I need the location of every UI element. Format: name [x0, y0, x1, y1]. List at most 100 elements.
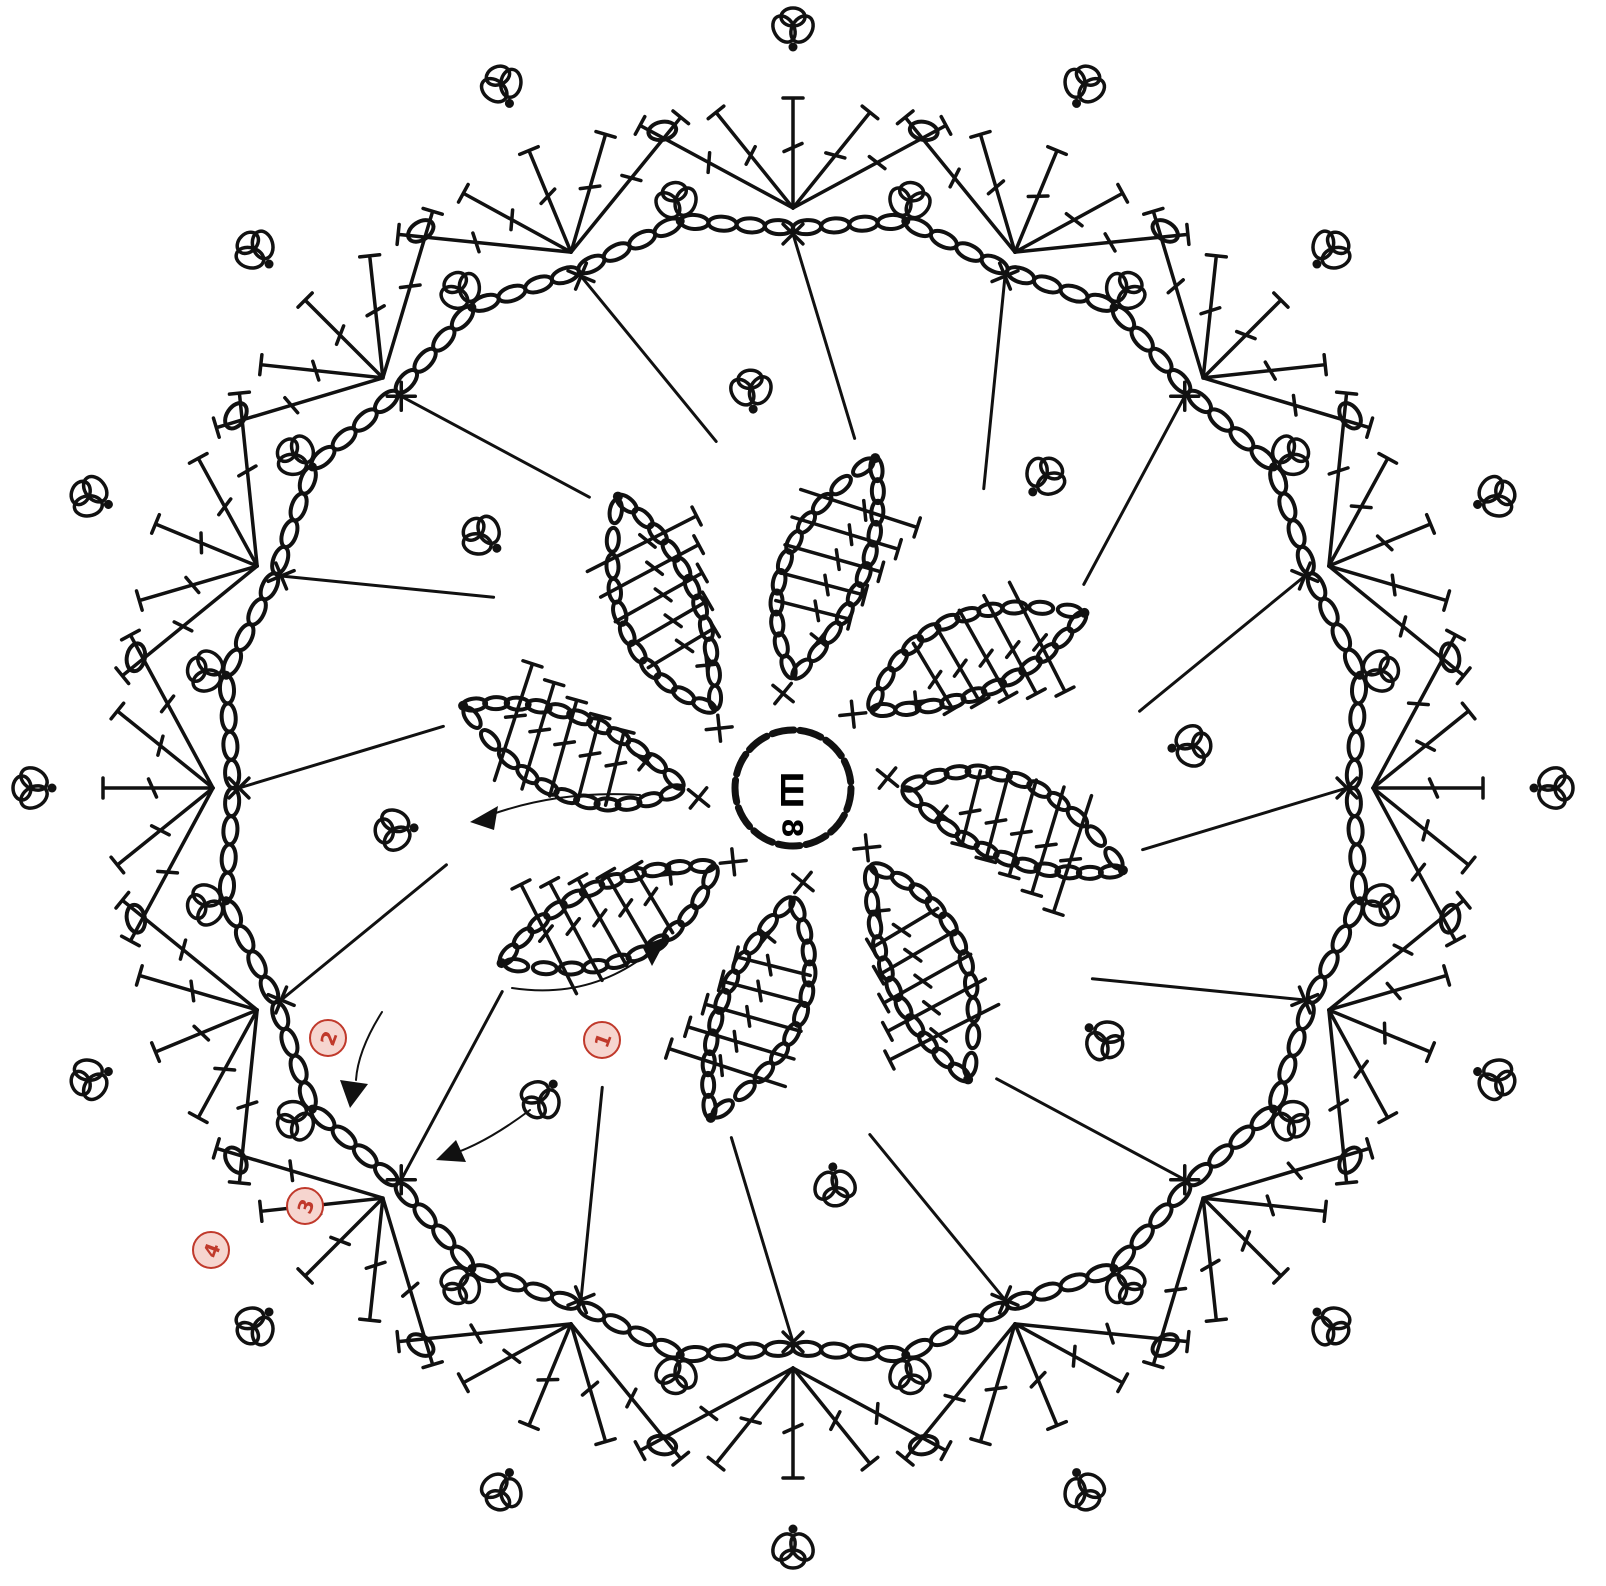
- chain-oval-icon: [1349, 703, 1365, 732]
- spoke-line: [401, 396, 589, 497]
- slip-stitch-dot-icon: [706, 1113, 716, 1123]
- picot-icon: [1052, 58, 1114, 117]
- stitch-cross-icon: [793, 872, 813, 892]
- spoke-line: [239, 726, 443, 788]
- round-label-1: 1: [584, 1022, 620, 1058]
- petal: [770, 446, 1077, 704]
- chain-oval-icon: [1149, 1330, 1182, 1361]
- chain-oval-icon: [1149, 216, 1182, 247]
- chain-oval-icon: [652, 671, 678, 695]
- picot-icon: [1530, 763, 1574, 812]
- spoke-line: [581, 1087, 602, 1299]
- chain-oval-icon: [1346, 760, 1362, 789]
- double-crochet-icon: [1373, 788, 1475, 873]
- chain-oval-icon: [676, 902, 700, 928]
- double-crochet-icon: [783, 98, 803, 208]
- double-crochet-icon: [1373, 703, 1475, 788]
- stitch-cross-icon: [840, 701, 866, 727]
- spoke-line: [1143, 788, 1347, 850]
- chain-oval-icon: [1276, 1054, 1298, 1085]
- outer-fan: [635, 8, 950, 208]
- chain-oval-icon: [821, 1343, 850, 1359]
- picot-icon: [808, 1160, 862, 1208]
- picot-icon: [1165, 720, 1213, 774]
- chain-oval-icon: [955, 606, 981, 624]
- chain-oval-icon: [708, 216, 737, 232]
- direction-arrow-icon: [458, 1110, 530, 1152]
- chain-oval-icon: [930, 1045, 956, 1070]
- direction-arrow-icon: [356, 1012, 382, 1080]
- stitch-cross-icon: [773, 683, 793, 703]
- chain-segment: [1084, 382, 1320, 584]
- outer-fan: [13, 630, 213, 945]
- chain-segment: [183, 571, 443, 798]
- chain-oval-icon: [1285, 518, 1307, 549]
- picot-icon: [1464, 467, 1523, 529]
- picot-icon: [1256, 425, 1320, 490]
- picot-icon: [768, 8, 817, 52]
- chain-oval-icon: [1285, 1027, 1307, 1058]
- double-crochet-icon: [383, 1198, 442, 1367]
- outer-fan: [897, 58, 1188, 252]
- double-crochet-icon: [111, 788, 213, 873]
- round-labels: 1 2 3 4: [193, 1020, 620, 1268]
- slip-stitch-dot-icon: [870, 453, 880, 463]
- chain-segment: [997, 1079, 1199, 1315]
- double-crochet-icon: [780, 573, 868, 605]
- chain-segment: [783, 178, 1010, 438]
- spoke-line: [731, 1138, 793, 1342]
- stitch-cross-icon: [660, 864, 680, 884]
- picot-icon: [1011, 446, 1077, 511]
- stitch-cross-icon: [720, 849, 746, 875]
- chain-oval-icon: [224, 760, 240, 789]
- picot-icon: [1091, 261, 1156, 325]
- chain-segment: [1143, 778, 1403, 1005]
- chain-oval-icon: [849, 1344, 878, 1360]
- chain-oval-icon: [532, 961, 557, 974]
- double-crochet-icon: [1329, 966, 1450, 1010]
- chain-oval-icon: [1349, 844, 1365, 873]
- spoke-line: [997, 1079, 1185, 1180]
- spoke-line: [1092, 979, 1304, 1000]
- chain-oval-icon: [1335, 399, 1366, 432]
- chain-oval-icon: [287, 491, 309, 522]
- picot-icon: [472, 1459, 534, 1518]
- chain-oval-icon: [736, 1343, 765, 1359]
- chain-oval-icon: [221, 399, 252, 432]
- chain-oval-icon: [478, 727, 503, 753]
- chain-oval-icon: [793, 1341, 822, 1357]
- outer-fan: [397, 1324, 688, 1518]
- outer-fan: [1329, 392, 1523, 683]
- round-label-2: 2: [310, 1020, 346, 1056]
- outer-fan: [63, 392, 257, 683]
- chain-oval-icon: [1050, 625, 1075, 651]
- chain-oval-icon: [907, 881, 933, 905]
- picot-icon: [430, 261, 495, 325]
- double-crochet-icon: [1203, 1198, 1288, 1283]
- outer-fan: [1144, 208, 1373, 437]
- chain-segment: [1092, 979, 1319, 1189]
- double-crochet-icon: [1203, 1139, 1372, 1198]
- outer-fan: [897, 1324, 1188, 1518]
- picot-icon: [183, 643, 235, 700]
- chain-oval-icon: [606, 527, 619, 552]
- double-crochet-icon: [793, 106, 878, 208]
- chain-oval-icon: [966, 1024, 979, 1049]
- chain-oval-icon: [1032, 1280, 1063, 1302]
- petal: [451, 505, 709, 812]
- picot-icon: [1351, 876, 1403, 933]
- double-crochet-icon: [571, 132, 615, 253]
- chain-oval-icon: [886, 647, 910, 673]
- chain-oval-icon: [849, 216, 878, 232]
- chain-oval-icon: [278, 518, 300, 549]
- picot-icon: [472, 58, 534, 117]
- chain-oval-icon: [957, 950, 975, 976]
- double-crochet-icon: [976, 775, 1008, 863]
- chain-oval-icon: [1059, 1271, 1090, 1293]
- spoke-line: [281, 576, 493, 597]
- double-crochet-icon: [578, 714, 610, 802]
- center-count: 8: [776, 818, 809, 837]
- chain-oval-icon: [708, 1344, 737, 1360]
- stitch-cross-icon: [877, 768, 897, 788]
